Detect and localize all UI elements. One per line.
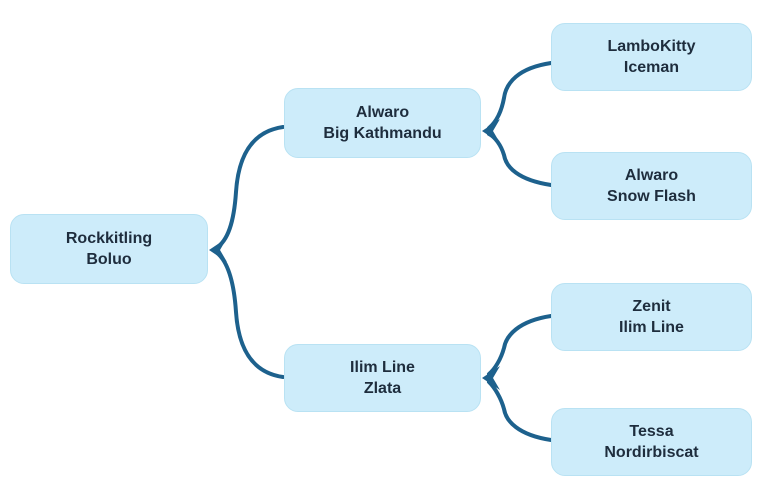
- node-parent-top-line1: Alwaro: [355, 104, 410, 121]
- node-parent-top[interactable]: Alwaro Big Kathmandu: [284, 88, 481, 158]
- node-parent-top-line2: Big Kathmandu: [323, 125, 442, 142]
- node-grandparent-2[interactable]: Alwaro Snow Flash: [551, 152, 752, 220]
- node-grandparent-2-line1: Alwaro: [624, 167, 679, 184]
- edge-parent-top-to-root: [214, 125, 285, 250]
- node-grandparent-3[interactable]: Zenit Ilim Line: [551, 283, 752, 351]
- node-parent-bottom-line2: Zlata: [363, 380, 402, 397]
- edge-gp1-to-parent-top: [487, 61, 553, 130]
- node-grandparent-3-line2: Ilim Line: [619, 319, 684, 336]
- edge-gp2-to-parent-top: [487, 132, 553, 187]
- arrowhead-root: [209, 238, 227, 262]
- edge-gp4-to-parent-bottom: [487, 380, 553, 442]
- node-grandparent-2-line2: Snow Flash: [607, 188, 696, 205]
- node-grandparent-1[interactable]: LamboKitty Iceman: [551, 23, 752, 91]
- node-grandparent-4-line2: Nordirbiscat: [604, 444, 699, 461]
- edge-parent-bottom-to-root: [214, 250, 285, 379]
- node-grandparent-4[interactable]: Tessa Nordirbiscat: [551, 408, 752, 476]
- node-root-line2: Boluo: [86, 251, 132, 268]
- arrowhead-parent-top: [482, 119, 500, 143]
- node-grandparent-1-line1: LamboKitty: [607, 38, 696, 55]
- node-parent-bottom[interactable]: Ilim Line Zlata: [284, 344, 481, 412]
- edge-gp3-to-parent-bottom: [487, 314, 553, 376]
- node-parent-bottom-line1: Ilim Line: [350, 359, 415, 376]
- node-grandparent-1-line2: Iceman: [623, 59, 680, 76]
- node-root[interactable]: Rockkitling Boluo: [10, 214, 208, 284]
- arrowhead-parent-bottom: [482, 366, 500, 390]
- node-grandparent-4-line1: Tessa: [629, 423, 674, 440]
- node-root-line1: Rockkitling: [65, 230, 153, 247]
- node-grandparent-3-line1: Zenit: [632, 298, 671, 315]
